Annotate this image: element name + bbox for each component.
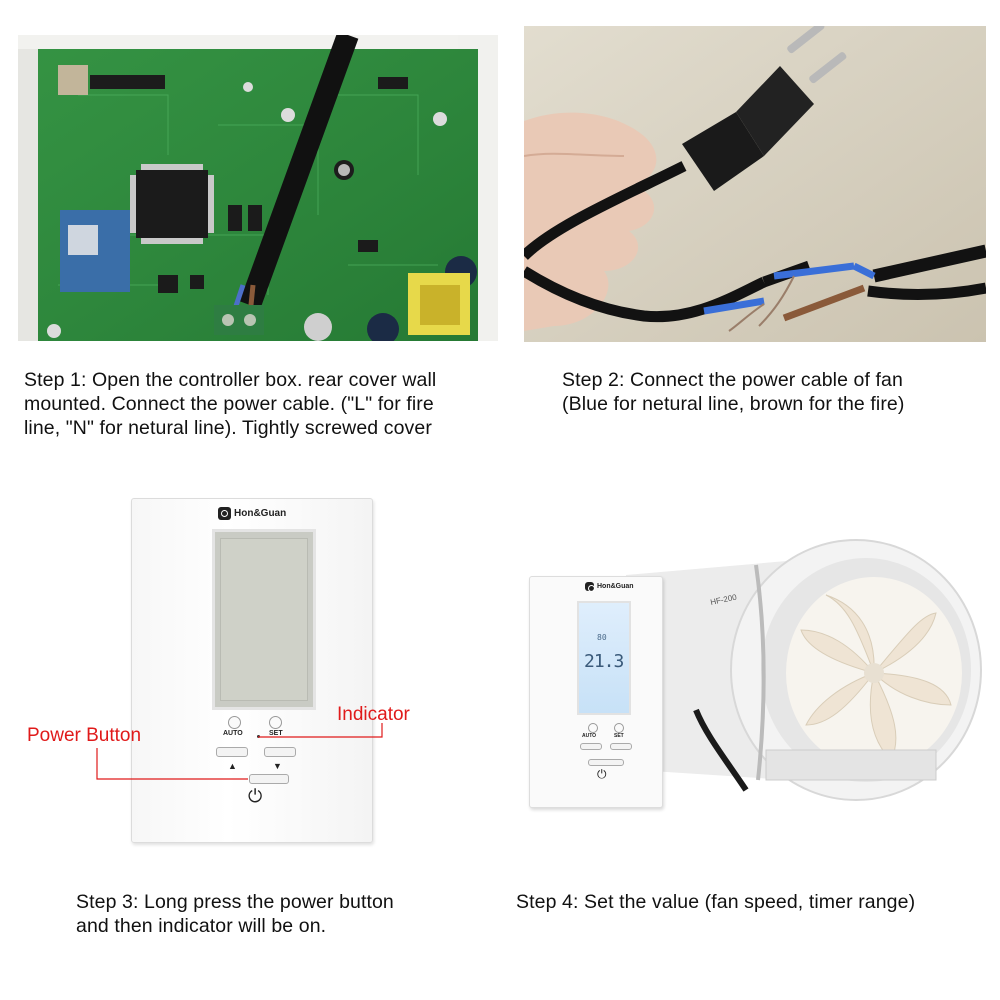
fan-lcd-small: 80 (597, 633, 607, 642)
fan-up-button[interactable] (580, 743, 602, 750)
fan-set-button[interactable] (614, 723, 624, 733)
pcb-photo (18, 35, 498, 341)
fan-auto-button[interactable] (588, 723, 598, 733)
fan-brand-logo-icon (585, 582, 595, 592)
power-button-callout: Power Button (27, 725, 142, 746)
fan-lcd-big: 21.3 (584, 651, 624, 672)
down-arrow-icon[interactable]: ▼ (273, 761, 282, 771)
pcb-illustration (18, 35, 498, 341)
brand-logo-icon (218, 507, 231, 520)
fan-down-button[interactable] (610, 743, 632, 750)
fan-set-label: SET (614, 733, 624, 739)
power-icon[interactable]: ⏻ (248, 786, 263, 806)
fan-power-icon[interactable]: ⏻ (597, 767, 607, 781)
fan-auto-label: AUTO (582, 733, 597, 739)
brand-logo: Hon&Guan (218, 507, 286, 520)
step1-caption: Step 1: Open the controller box. rear co… (24, 369, 437, 439)
down-bar-button[interactable] (264, 747, 296, 757)
power-bar-button[interactable] (249, 774, 289, 784)
fan-controller-panel: Hon&Guan 80 21.3 AUTO SET ⏻ (529, 576, 663, 808)
cable-photo (524, 26, 986, 342)
fan-brand-name: Hon&Guan (597, 583, 634, 590)
set-label: SET (269, 730, 283, 737)
cable-illustration (524, 26, 986, 342)
fan-power-bar-button[interactable] (588, 759, 624, 766)
fan-lcd-screen: 80 21.3 (577, 601, 631, 715)
controller-panel: Hon&Guan AUTO SET ▲ ▼ ⏻ (131, 498, 373, 843)
step3-caption: Step 3: Long press the power button and … (76, 891, 394, 937)
step4-caption: Step 4: Set the value (fan speed, timer … (516, 891, 916, 913)
brand-name: Hon&Guan (234, 508, 287, 519)
lcd-screen (212, 529, 316, 710)
set-button[interactable] (269, 716, 282, 729)
up-arrow-icon[interactable]: ▲ (228, 761, 237, 771)
fan-scene: HF-200 (526, 535, 986, 815)
up-bar-button[interactable] (216, 747, 248, 757)
auto-button[interactable] (228, 716, 241, 729)
fan-controller-brand: Hon&Guan (585, 582, 634, 592)
step2-caption: Step 2: Connect the power cable of fan (… (562, 369, 905, 415)
inline-fan-illustration: HF-200 (626, 539, 982, 801)
indicator-callout: Indicator (337, 704, 410, 725)
auto-label: AUTO (223, 730, 243, 737)
